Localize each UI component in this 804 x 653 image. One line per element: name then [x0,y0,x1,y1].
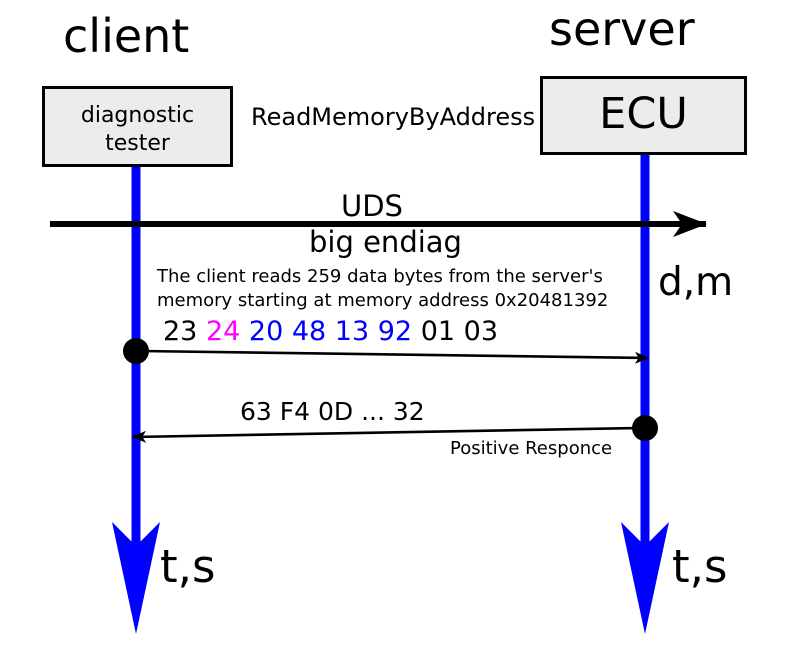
request-byte-03: 03 [455,316,499,347]
client-units-label: t,s [160,540,216,593]
client-actor-box-label: diagnostic tester [80,103,195,157]
request-byte-20: 20 [240,316,284,347]
server-actor-box-label: ECU [599,89,688,139]
axis-units-label: d,m [658,260,734,305]
axis-bottom-label: big endiag [309,225,462,259]
description-text: The client reads 259 data bytes from the… [157,266,609,311]
request-message-arrow [123,338,649,364]
request-byte-sequence: 23 24 20 48 13 92 01 03 [163,318,498,345]
response-note-label: Positive Responce [450,438,613,459]
request-byte-01: 01 [412,316,456,347]
request-byte-48: 48 [283,316,327,347]
client-lifeline [112,167,160,634]
request-byte-24: 24 [197,316,241,347]
client-actor-box: diagnostic tester [42,86,233,167]
axis-top-label: UDS [341,189,403,223]
request-byte-92: 92 [369,316,413,347]
request-byte-23: 23 [163,316,198,347]
response-byte-sequence: 63 F4 0D ... 32 [240,397,425,426]
response-message-arrow [132,415,658,443]
client-actor-title: client [63,9,190,63]
request-byte-13: 13 [326,316,370,347]
server-units-label: t,s [672,540,728,593]
service-name-label: ReadMemoryByAddress [251,103,536,131]
server-actor-title: server [549,2,695,56]
server-actor-box: ECU [540,76,747,155]
